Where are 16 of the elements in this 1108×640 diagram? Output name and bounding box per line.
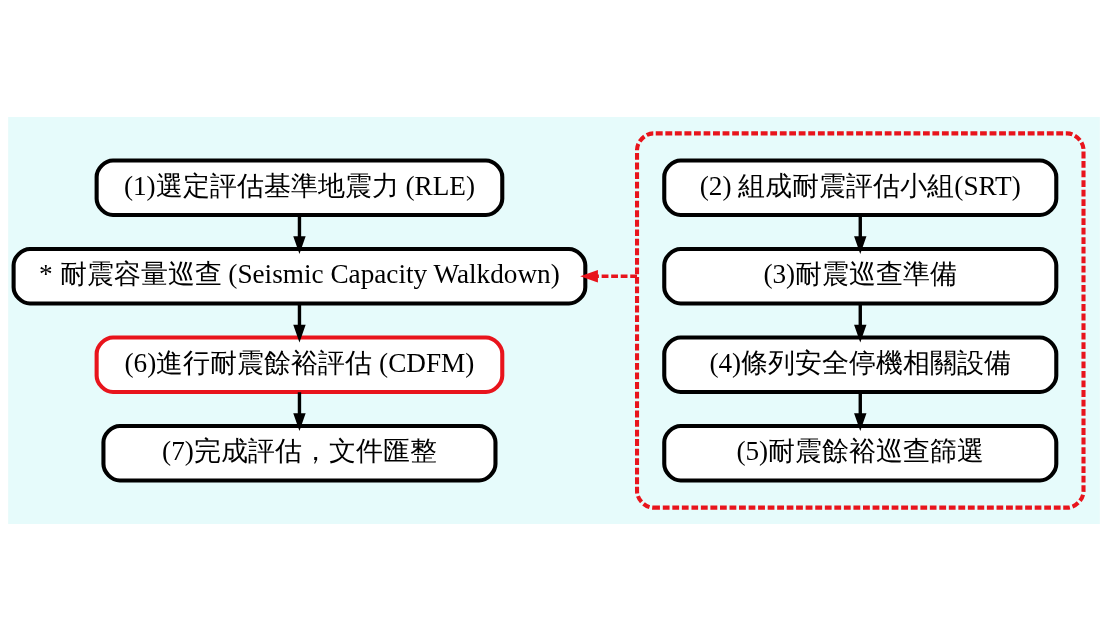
node-box: (4)條列安全停機相關設備 <box>662 334 1059 394</box>
arrow <box>293 391 306 431</box>
node-box: (5)耐震餘裕巡查篩選 <box>662 423 1059 482</box>
node-box: (3)耐震巡查準備 <box>662 246 1059 306</box>
node-box: (7)完成評估，文件匯整 <box>101 423 498 482</box>
arrow <box>854 391 867 431</box>
arrow <box>580 269 638 282</box>
arrow <box>854 303 867 342</box>
cluster <box>635 130 1086 510</box>
node-box: (6)進行耐震餘裕評估 (CDFM) <box>94 334 505 394</box>
node-box: (2) 組成耐震評估小組(SRT) <box>662 158 1059 217</box>
node-box: (1)選定評估基準地震力 (RLE) <box>94 158 505 217</box>
arrow <box>293 303 306 342</box>
node-box: * 耐震容量巡查 (Seismic Capacity Walkdown) <box>11 246 588 306</box>
arrow <box>854 214 867 254</box>
arrow <box>293 214 306 254</box>
